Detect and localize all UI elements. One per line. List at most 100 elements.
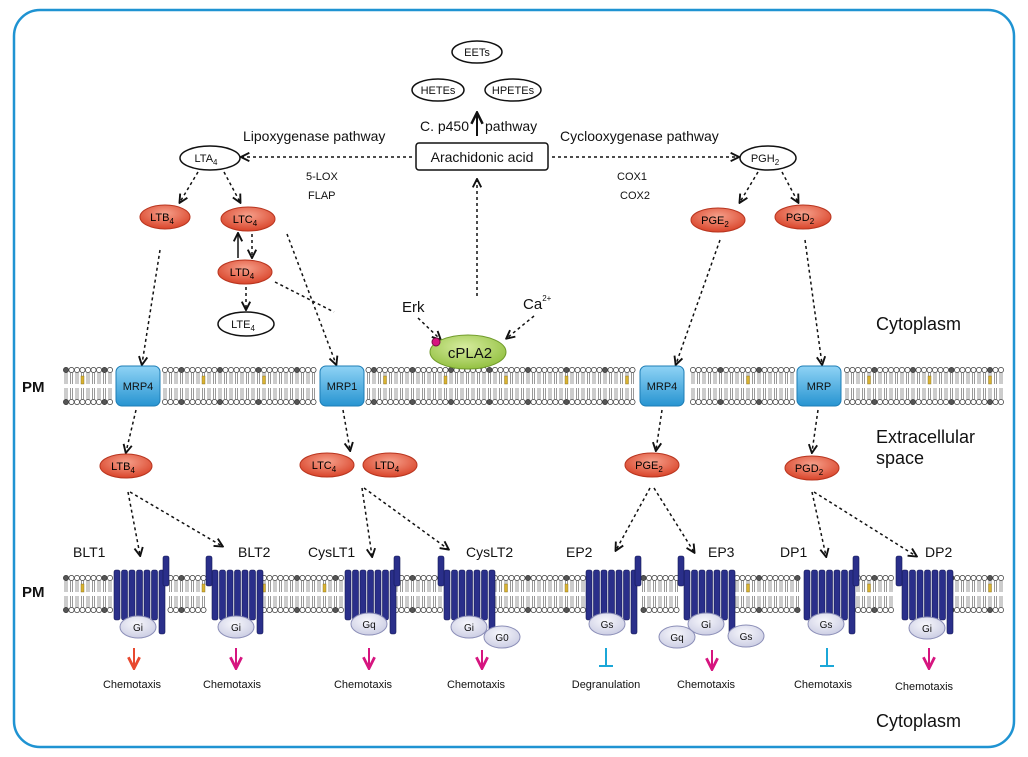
arrow-ltc4-to-cyslt2 bbox=[363, 487, 448, 549]
response-label-blt1: Chemotaxis bbox=[103, 679, 162, 691]
arrow-ltb4-to-mrp4 bbox=[142, 249, 161, 364]
gprotein-ep3-b: Gi bbox=[687, 612, 725, 636]
lta4-node bbox=[179, 145, 241, 171]
eets-label: EETs bbox=[464, 47, 490, 59]
arrow-pgd2-to-mrp bbox=[804, 239, 822, 364]
upper-plasma-membrane bbox=[63, 367, 1004, 405]
dp1-label: DP1 bbox=[780, 544, 807, 560]
mrp4-right-transporter: MRP4 bbox=[639, 365, 685, 407]
ep2-label: EP2 bbox=[566, 544, 593, 560]
arrow-pgd2-to-dp1 bbox=[811, 491, 826, 556]
arrow-pge2-to-ep2 bbox=[616, 487, 651, 550]
outer-frame bbox=[12, 8, 1016, 749]
arrow-ltd4-to-mrp1 bbox=[274, 281, 335, 313]
ltd4-node-cyto bbox=[217, 259, 273, 285]
response-label-ep2: Degranulation bbox=[572, 679, 641, 691]
gprotein-blt1: Gi bbox=[119, 615, 157, 639]
gprotein-cyslt2-a-label: Gi bbox=[464, 623, 474, 634]
mrp1-transporter: MRP1 bbox=[319, 365, 365, 407]
gprotein-ep2-label: Gs bbox=[601, 620, 614, 631]
mrp4-left-transporter: MRP4 bbox=[115, 365, 161, 407]
cpla2-node bbox=[429, 334, 507, 370]
lox5-label: 5-LOX bbox=[306, 171, 338, 183]
lower-plasma-membrane bbox=[63, 575, 1004, 613]
response-label-cyslt2: Chemotaxis bbox=[447, 679, 506, 691]
pge2-node-cyto bbox=[690, 207, 746, 233]
arrow-mrp-to-pgd2 bbox=[812, 409, 819, 452]
mrp-transporter: MRP bbox=[796, 365, 842, 407]
arrow-lta4-to-ltc4 bbox=[223, 171, 240, 202]
dp2-label: DP2 bbox=[925, 544, 952, 560]
arrow-ltb4-to-blt1 bbox=[127, 491, 140, 555]
receptor-blt1 bbox=[113, 555, 170, 635]
arrow-ltc4-to-cyslt1 bbox=[361, 487, 372, 556]
hetes-node bbox=[411, 78, 465, 102]
p450-left-label: C. p450 bbox=[420, 118, 469, 134]
gprotein-blt2: Gi bbox=[217, 615, 255, 639]
gprotein-ep3-c: Gs bbox=[727, 624, 765, 648]
blt1-label: BLT1 bbox=[73, 544, 106, 560]
gprotein-ep3-a-label: Gq bbox=[670, 633, 683, 644]
receptor-blt2 bbox=[205, 555, 264, 635]
pgd2-node-cyto bbox=[774, 204, 832, 230]
ep3-label: EP3 bbox=[708, 544, 735, 560]
arrow-ltb4-to-blt2 bbox=[129, 491, 222, 546]
response-label-dp2: Chemotaxis bbox=[895, 681, 954, 693]
arrow-ltc4-to-mrp1 bbox=[286, 233, 336, 364]
receptor-group bbox=[113, 555, 954, 635]
cpla2-label: cPLA2 bbox=[448, 345, 492, 362]
arrow-pgh2-to-pgd2 bbox=[781, 171, 798, 202]
cox1-label: COX1 bbox=[617, 171, 647, 183]
arrow-pgh2-to-pge2 bbox=[740, 171, 759, 202]
ltd4-label-extra: LTD4 bbox=[375, 460, 400, 474]
pgd2-node-extra bbox=[784, 455, 840, 481]
inhibit-symbol-ep2 bbox=[599, 648, 613, 667]
receptor-cyslt2 bbox=[437, 555, 496, 635]
lipoxygenase-pathway-label: Lipoxygenase pathway bbox=[243, 128, 385, 144]
eets-node bbox=[451, 40, 503, 64]
pge2-label-extra: PGE2 bbox=[635, 460, 663, 474]
gprotein-dp1: Gs bbox=[807, 612, 845, 636]
gprotein-blt1-label: Gi bbox=[133, 623, 143, 634]
response-label-cyslt1: Chemotaxis bbox=[334, 679, 393, 691]
cytoplasm-lower-label: Cytoplasm bbox=[876, 711, 961, 731]
ltb4-label-cyto: LTB4 bbox=[150, 212, 174, 226]
receptor-cyslt1 bbox=[344, 555, 401, 635]
hpetes-node bbox=[484, 78, 542, 102]
ltb4-node-extra bbox=[99, 453, 153, 479]
lta4-label: LTA4 bbox=[195, 153, 219, 167]
arrow-pge2-to-mrp4 bbox=[676, 239, 721, 364]
arrow-mrp1-to-ltc4 bbox=[342, 409, 350, 450]
gprotein-ep2: Gs bbox=[588, 612, 626, 636]
ltb4-node-cyto bbox=[139, 204, 191, 230]
ltd4-label-cyto: LTD4 bbox=[230, 267, 255, 281]
extracellular-label-line2: space bbox=[876, 448, 924, 468]
extracellular-label-line1: Extracellular bbox=[876, 427, 975, 447]
gprotein-cyslt1: Gq bbox=[350, 612, 388, 636]
gprotein-ep3-b-label: Gi bbox=[701, 620, 711, 631]
gprotein-cyslt1-label: Gq bbox=[362, 620, 375, 631]
receptor-dp1 bbox=[803, 555, 860, 635]
blt2-label: BLT2 bbox=[238, 544, 271, 560]
mrp-label: MRP bbox=[807, 381, 831, 393]
arrow-pge2-to-ep3 bbox=[653, 487, 694, 552]
gprotein-cyslt2-b: G0 bbox=[483, 625, 521, 649]
mrp4-left-label: MRP4 bbox=[123, 381, 154, 393]
pgh2-label: PGH2 bbox=[751, 153, 780, 167]
gprotein-cyslt2-b-label: G0 bbox=[495, 633, 509, 644]
hpetes-label: HPETEs bbox=[492, 85, 535, 97]
response-label-blt2: Chemotaxis bbox=[203, 679, 262, 691]
gprotein-blt2-label: Gi bbox=[231, 623, 241, 634]
pm-lower-label: PM bbox=[22, 584, 45, 601]
gprotein-dp2-label: Gi bbox=[922, 624, 932, 635]
gprotein-dp2: Gi bbox=[908, 616, 946, 640]
receptor-ep3 bbox=[677, 555, 736, 635]
hetes-label: HETEs bbox=[421, 85, 456, 97]
gprotein-cyslt2-a: Gi bbox=[450, 615, 488, 639]
erk-label: Erk bbox=[402, 299, 425, 316]
cyslt1-label: CysLT1 bbox=[308, 544, 355, 560]
receptor-ep2 bbox=[585, 555, 642, 635]
pm-upper-label: PM bbox=[22, 379, 45, 396]
